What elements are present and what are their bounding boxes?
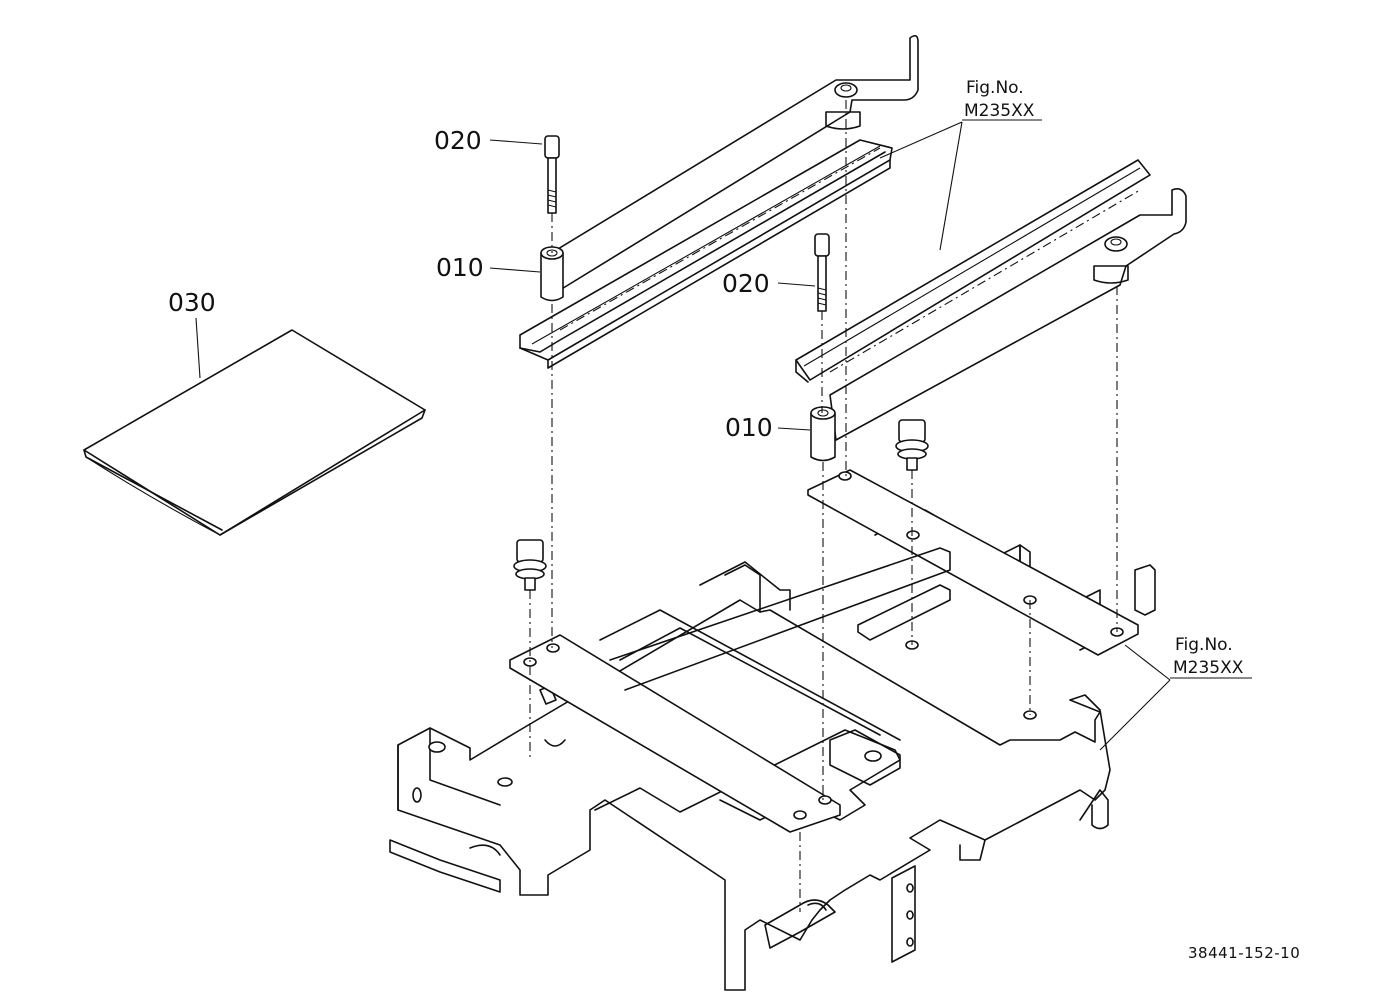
figref-lower-line1: Fig.No.: [1175, 635, 1233, 655]
figref-lower-line2: M235XX: [1173, 658, 1244, 678]
bolt-right: [814, 233, 830, 312]
hex-bolt-left: [513, 539, 547, 591]
spacer-left: [540, 246, 564, 302]
hex-bolt-right: [895, 419, 929, 471]
figref-upper-line1: Fig.No.: [966, 78, 1024, 98]
leader-figref-lower: [1099, 644, 1252, 751]
slide-plate-middle: [609, 547, 1037, 720]
leader-030: [195, 317, 201, 379]
leader-010-right: [777, 427, 811, 431]
leader-020-left: [489, 139, 543, 145]
figref-upper-line2: M235XX: [964, 101, 1035, 121]
callout-020-left: 020: [434, 126, 482, 155]
callout-010-right: 010: [725, 413, 773, 442]
leader-010-left: [489, 267, 541, 273]
leader-020-right: [777, 282, 816, 287]
operator-manual: [83, 329, 426, 536]
seat-mount-plate-left: [509, 634, 841, 833]
seat-rail-right: [795, 159, 1187, 441]
spacer-right: [810, 406, 836, 462]
callout-020-right: 020: [722, 269, 770, 298]
alignment-lines: [529, 100, 1118, 912]
leader-figref-upper: [879, 119, 1042, 251]
seat-rail-left: [519, 34, 919, 369]
drawing-code: 38441-152-10: [1188, 944, 1300, 962]
callout-030: 030: [168, 288, 216, 317]
callout-010-left: 010: [436, 253, 484, 282]
bolt-left: [544, 135, 560, 214]
